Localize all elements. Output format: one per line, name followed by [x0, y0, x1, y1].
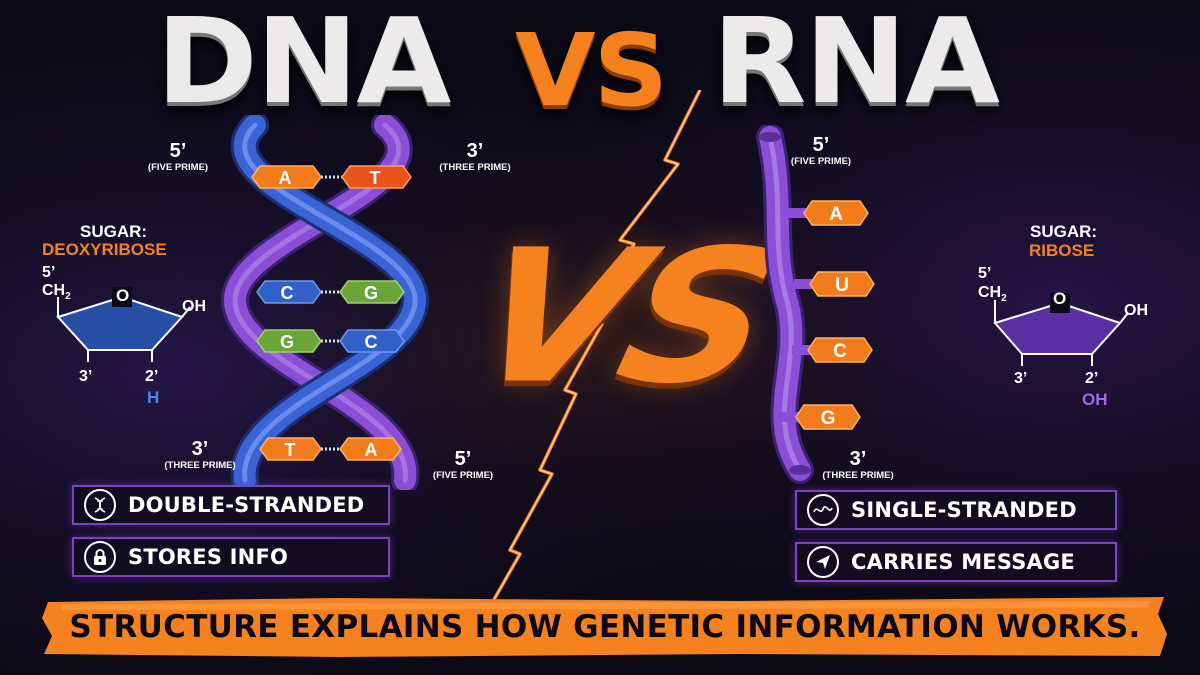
- svg-text:A: A: [279, 168, 292, 188]
- dna-ring-c2: 2’: [145, 368, 159, 385]
- rna-base-2: U: [794, 271, 875, 297]
- svg-text:C: C: [281, 283, 294, 303]
- dna-5prime-bottom: 5’ (FIVE PRIME): [432, 448, 494, 481]
- dna-icon: [84, 489, 116, 521]
- tag-label: DOUBLE-STRANDED: [128, 493, 365, 517]
- rna-ring-c2: 2’: [1085, 370, 1099, 387]
- tag-label: STORES INFO: [128, 545, 289, 569]
- rna-ring-oxygen: O: [1053, 289, 1067, 308]
- dna-sugar-label: SUGAR:: [80, 222, 148, 241]
- title-dna: DNA: [156, 0, 451, 130]
- rna-base-3: C: [792, 337, 873, 363]
- dna-ring-oxygen: O: [116, 286, 130, 305]
- dna-sugar-name: DEOXYRIBOSE: [42, 240, 167, 259]
- tag-carries-message: CARRIES MESSAGE: [795, 542, 1117, 582]
- title-vs: VS: [515, 12, 668, 129]
- base-pair-4: T A: [259, 437, 402, 461]
- svg-text:C: C: [365, 332, 378, 352]
- dna-ring-group: H: [147, 388, 160, 407]
- svg-text:G: G: [280, 332, 294, 352]
- dna-5prime-top: 5’ (FIVE PRIME): [147, 140, 209, 173]
- rna-ring-c3: 3’: [1014, 370, 1028, 387]
- send-icon: [807, 546, 839, 578]
- rna-strand-icon: [807, 494, 839, 526]
- tag-double-stranded: DOUBLE-STRANDED: [72, 485, 390, 525]
- svg-text:G: G: [364, 283, 378, 303]
- dna-3prime-top: 3’ (THREE PRIME): [439, 140, 511, 173]
- svg-text:T: T: [285, 440, 296, 460]
- rna-ring-oh: OH: [1124, 302, 1148, 319]
- rna-base-4: G: [780, 404, 861, 430]
- rna-sugar-label: SUGAR:: [1030, 222, 1098, 241]
- dna-ring-c5: 5’: [42, 264, 56, 281]
- tag-label: CARRIES MESSAGE: [851, 550, 1075, 574]
- rna-ring-c5: 5’: [978, 265, 992, 282]
- deoxyribose-ring: [56, 287, 191, 362]
- dna-ring-c3: 3’: [79, 368, 93, 385]
- lock-icon: [84, 541, 116, 573]
- ribose-ring: [993, 293, 1129, 366]
- rna-5prime: 5’ (FIVE PRIME): [790, 134, 852, 167]
- dna-double-helix: A T C G G C T A: [220, 115, 430, 490]
- base-pair-3: G C: [256, 329, 405, 353]
- svg-text:C: C: [833, 341, 847, 362]
- bottom-banner: [42, 597, 1167, 657]
- title-rna: RNA: [712, 0, 1000, 130]
- center-vs: VS: [453, 210, 790, 425]
- svg-text:A: A: [829, 204, 843, 225]
- rna-single-strand: A U C G: [756, 125, 875, 484]
- svg-text:G: G: [821, 408, 836, 429]
- rna-ring-ch2: CH2: [978, 284, 1007, 305]
- rna-sugar-name: RIBOSE: [1029, 241, 1095, 260]
- dna-ring-ch2: CH2: [42, 282, 71, 303]
- dna-3prime-bottom: 3’ (THREE PRIME): [164, 438, 236, 471]
- rna-base-1: A: [788, 200, 869, 226]
- base-pair-2: C G: [256, 280, 405, 304]
- svg-text:U: U: [835, 275, 849, 296]
- svg-text:A: A: [365, 440, 378, 460]
- banner-text: STRUCTURE EXPLAINS HOW GENETIC INFORMATI…: [69, 609, 1141, 645]
- rna-3prime: 3’ (THREE PRIME): [822, 448, 894, 481]
- svg-text:T: T: [370, 168, 381, 188]
- dna-ring-oh: OH: [182, 298, 206, 315]
- base-pair-1: A T: [251, 165, 412, 189]
- rna-ring-group: OH: [1082, 390, 1108, 409]
- tag-stores-info: STORES INFO: [72, 537, 390, 577]
- lightning-bolt: [486, 90, 702, 610]
- tag-label: SINGLE-STRANDED: [851, 498, 1077, 522]
- tag-single-stranded: SINGLE-STRANDED: [795, 490, 1117, 530]
